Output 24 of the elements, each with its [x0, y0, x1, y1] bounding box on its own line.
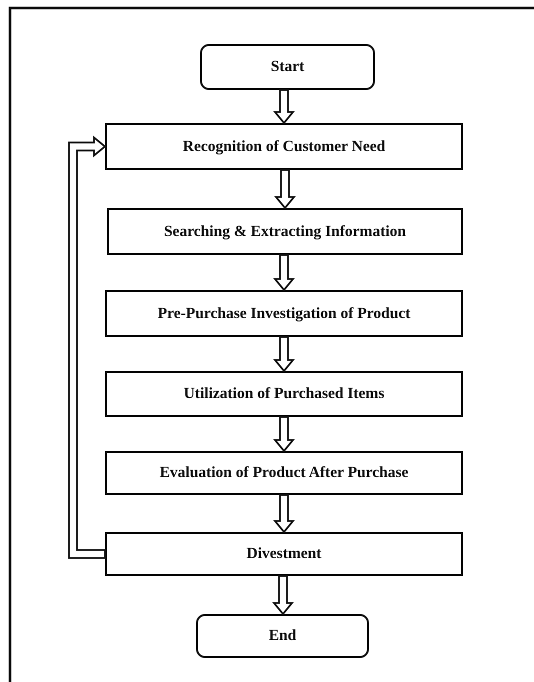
box-label: Pre-Purchase Investigation of Product [158, 304, 410, 322]
hollow-arrow [68, 136, 106, 559]
box-label: End [268, 627, 296, 645]
box-label: Utilization of Purchased Items [184, 385, 384, 403]
box-label: Evaluation of Product After Purchase [160, 464, 408, 482]
process-box [105, 532, 463, 576]
box-label: Recognition of Customer Need [182, 138, 386, 156]
hollow-arrow [274, 169, 296, 210]
box-label: Divestment [246, 545, 322, 563]
hollow-arrow [273, 494, 295, 534]
hollow-arrow [272, 575, 294, 616]
process-box [105, 451, 463, 495]
process-box [107, 208, 463, 255]
terminal-box [196, 614, 369, 658]
hollow-arrow [273, 416, 295, 452]
hollow-arrow [273, 336, 295, 372]
terminal-box [200, 44, 375, 90]
process-box [105, 290, 463, 337]
process-box [105, 371, 463, 417]
hollow-arrow [273, 254, 295, 292]
box-label: Start [270, 58, 304, 76]
hollow-arrow [273, 89, 295, 124]
box-label: Searching & Extracting Information [164, 222, 406, 240]
process-box [105, 123, 463, 170]
